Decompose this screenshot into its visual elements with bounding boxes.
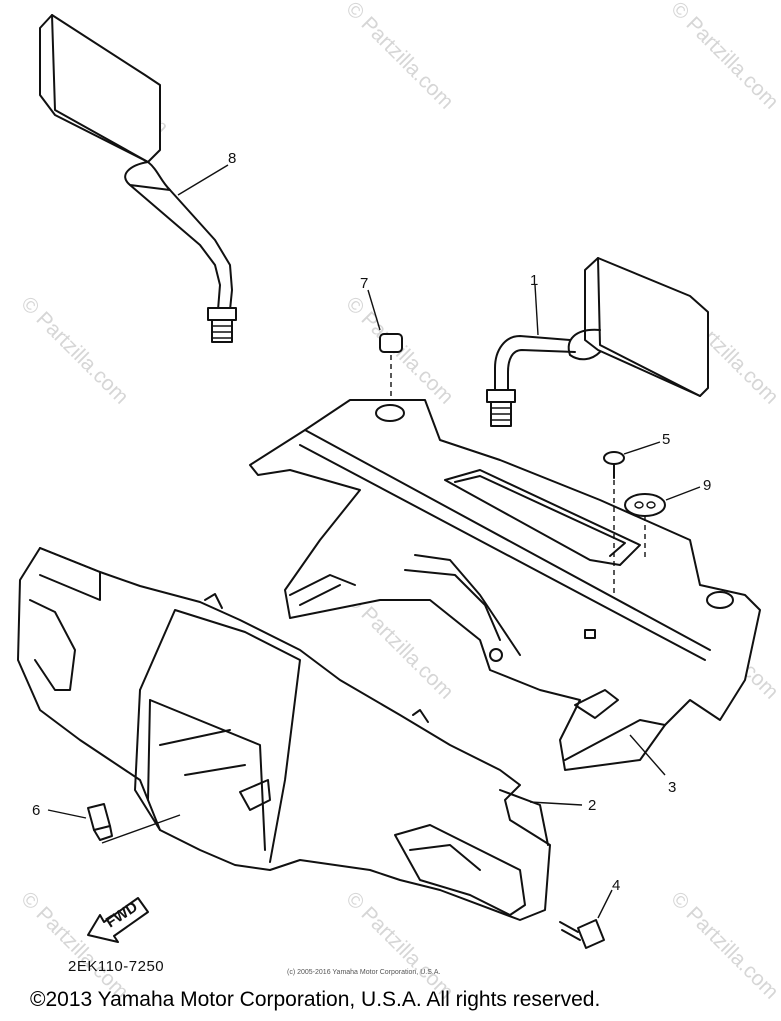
callout-label: 1 — [530, 272, 538, 289]
watermark: © Partzilla.com — [666, 0, 781, 114]
callouts: 8 1 7 5 9 2 3 4 6 — [32, 150, 711, 894]
callout-label: 2 — [588, 797, 596, 814]
mirror-right — [486, 257, 709, 427]
watermark: © Partzilla.com — [666, 887, 781, 1003]
callout-label: 8 — [228, 150, 236, 167]
watermark: © Partzilla.com — [16, 887, 132, 1003]
forward-arrow-icon: FWD — [87, 897, 149, 943]
callout-label: 9 — [703, 477, 711, 494]
callout-label: 7 — [360, 275, 368, 292]
plug — [379, 333, 403, 412]
leader-lines — [47, 164, 701, 919]
bolt — [559, 919, 605, 949]
watermark: © Partzilla.com — [341, 0, 457, 114]
screw — [603, 451, 625, 598]
watermark: © Partzilla.com — [341, 887, 457, 1003]
handlebar-under-cover — [249, 399, 761, 771]
washer — [624, 493, 666, 560]
clip-nut — [87, 803, 181, 844]
small-copyright: (c) 2005-2016 Yamaha Motor Corporation, … — [287, 969, 441, 976]
copyright-notice: ©2013 Yamaha Motor Corporation, U.S.A. A… — [30, 988, 601, 1011]
mirror-left — [39, 14, 237, 343]
handlebar-upper-cover — [17, 547, 551, 921]
callout-label: 3 — [668, 779, 676, 796]
callout-label: 5 — [662, 431, 670, 448]
part-code: 2EK110-7250 — [68, 958, 165, 975]
watermark: © Partzilla.com — [16, 292, 132, 408]
callout-label: 6 — [32, 802, 40, 819]
callout-label: 4 — [612, 877, 620, 894]
